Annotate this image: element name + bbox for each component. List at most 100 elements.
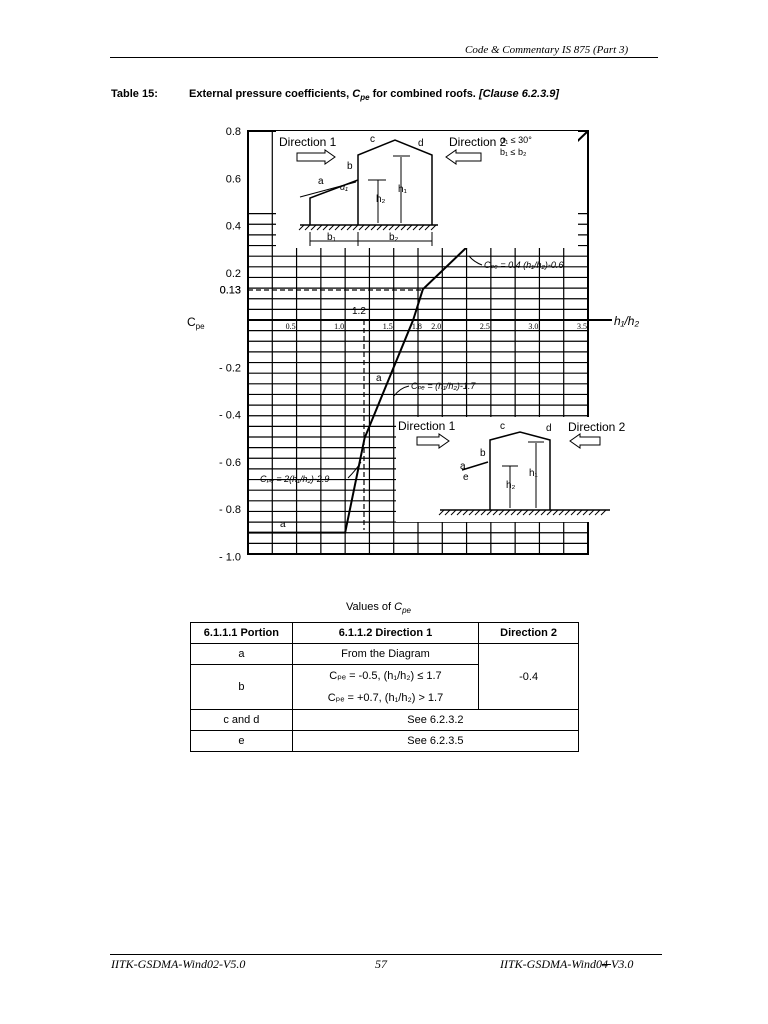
inset-top-label-b1: b₁ bbox=[327, 232, 337, 243]
hatch-line bbox=[388, 224, 395, 231]
inset-bottom-background bbox=[396, 417, 632, 522]
inset-top-cond-b: b₁ ≤ b₂ bbox=[500, 147, 527, 157]
y-tick-label: - 0.4 bbox=[219, 410, 241, 422]
hatch-line bbox=[430, 224, 437, 231]
hatch-line bbox=[492, 509, 499, 516]
direction-1-a: From the Diagram bbox=[291, 643, 480, 665]
inset-bottom-label-h1: h₁ bbox=[529, 468, 539, 479]
hatch-line bbox=[480, 509, 487, 516]
header-rule bbox=[110, 57, 658, 58]
footer-left: IITK-GSDMA-Wind02-V5.0 bbox=[111, 957, 246, 971]
inset-bottom-label-d: d bbox=[546, 423, 552, 434]
footer-right-prefix: IITK-GSDMA-Wind0 bbox=[500, 957, 602, 971]
inset-top-direction-1: Direction 1 bbox=[279, 135, 337, 149]
hatch-line bbox=[600, 509, 607, 516]
table-row: c and d See 6.2.3.2 bbox=[190, 709, 580, 731]
value-c-and-d: See 6.2.3.2 bbox=[291, 709, 580, 731]
inset-top-cond-alpha: α₁ ≤ 30° bbox=[500, 135, 532, 145]
inset-bottom-label-a: a bbox=[460, 461, 466, 472]
footer-right-strike: 4 bbox=[602, 957, 611, 971]
inset-top-label-h2: h₂ bbox=[376, 194, 386, 205]
hatch-line bbox=[418, 224, 425, 231]
arrow-left-icon bbox=[445, 149, 482, 165]
table-caption: Table 15:External pressure coefficients,… bbox=[111, 88, 559, 102]
inset-top-label-a: a bbox=[318, 176, 324, 187]
y-tick-label: 0.2 bbox=[226, 268, 241, 280]
y-tick-labels: 0.80.60.40.20.13- 0.2- 0.4- 0.6- 0.8- 1.… bbox=[219, 126, 241, 563]
inset-bottom-ground-hatch bbox=[438, 509, 607, 516]
building-outline bbox=[489, 431, 551, 510]
hatch-line bbox=[516, 509, 523, 516]
y-tick-label: - 1.0 bbox=[219, 551, 241, 563]
x-tick-label: 2.5 bbox=[480, 322, 490, 331]
x-tick-label: 1.8 bbox=[412, 322, 422, 331]
low-roof-line bbox=[461, 461, 489, 471]
hatch-line bbox=[474, 509, 481, 516]
header-direction-2: Direction 2 bbox=[478, 622, 579, 644]
hatch-line bbox=[328, 224, 335, 231]
region-label-middle: a bbox=[376, 373, 382, 384]
x-tick-label: 3.0 bbox=[528, 322, 538, 331]
x-tick-label: 2.0 bbox=[431, 322, 441, 331]
cpe-chart: 0.80.60.40.20.13- 0.2- 0.4- 0.6- 0.8- 1.… bbox=[187, 126, 639, 563]
hatch-line bbox=[370, 224, 377, 231]
y-tick-label: 0.8 bbox=[226, 126, 241, 138]
hatch-line bbox=[310, 224, 317, 231]
arrow-left-icon bbox=[569, 433, 601, 449]
hatch-line bbox=[406, 224, 413, 231]
inset-bottom-diagram: Direction 1 Direction 2 b c d a e h₂ h₁ bbox=[396, 417, 632, 522]
hatch-line bbox=[486, 509, 493, 516]
inset-bottom-label-h2: h₂ bbox=[506, 480, 516, 491]
direction-1-b: Cₚₑ = -0.5, (h₁/h₂) ≤ 1.7 Cₚₑ = +0.7, (h… bbox=[291, 664, 480, 710]
inset-bottom-direction-2: Direction 2 bbox=[568, 420, 626, 434]
hatch-line bbox=[352, 224, 359, 231]
portion-a: a bbox=[190, 643, 293, 665]
hatch-line bbox=[364, 224, 371, 231]
caption-symbol: C bbox=[352, 88, 361, 100]
hatch-line bbox=[358, 224, 365, 231]
ref-label-1-2: 1.2 bbox=[352, 306, 366, 317]
x-tick-label: 3.5 bbox=[577, 322, 587, 331]
hatch-line bbox=[546, 509, 553, 516]
table-row: a From the Diagram -0.4 bbox=[190, 643, 579, 710]
direction-1-b-line-2: Cₚₑ = +0.7, (h₁/h₂) > 1.7 bbox=[327, 692, 444, 704]
hatch-line bbox=[540, 509, 547, 516]
hatch-line bbox=[588, 509, 595, 516]
footer-right: IITK-GSDMA-Wind04 V3.0 bbox=[500, 957, 633, 972]
hatch-line bbox=[346, 224, 353, 231]
annotation-eq-mid-leader bbox=[393, 385, 410, 397]
hatch-line bbox=[582, 509, 589, 516]
hatch-line bbox=[498, 509, 505, 516]
inset-bottom-label-c: c bbox=[500, 421, 505, 432]
inset-bottom-label-e: e bbox=[463, 472, 469, 483]
y-axis-label: Cpe bbox=[187, 315, 205, 331]
hatch-line bbox=[528, 509, 535, 516]
region-label-lower: a bbox=[280, 519, 286, 530]
values-title-text: Values of bbox=[346, 601, 395, 613]
header-portion: 6.1.1.1 Portion bbox=[190, 622, 293, 644]
y-tick-label: 0.13 bbox=[220, 284, 241, 296]
hatch-line bbox=[400, 224, 407, 231]
caption-symbol-sub: pe bbox=[360, 93, 370, 103]
hatch-line bbox=[438, 509, 445, 516]
hatch-line bbox=[522, 509, 529, 516]
hatch-line bbox=[570, 509, 577, 516]
values-title: Values of Cpe bbox=[346, 601, 411, 615]
inset-top-label-h1: h₁ bbox=[398, 184, 408, 195]
hatch-line bbox=[552, 509, 559, 516]
caption-text: External pressure coefficients, bbox=[189, 88, 353, 100]
header-direction-1: 6.1.1.2 Direction 1 bbox=[291, 622, 480, 644]
x-tick-label: 0.5 bbox=[286, 322, 296, 331]
inset-bottom-direction-1: Direction 1 bbox=[398, 419, 456, 433]
hatch-line bbox=[576, 509, 583, 516]
hatch-line bbox=[316, 224, 323, 231]
series-line-cpe bbox=[248, 130, 589, 534]
footer-page-number: 57 bbox=[375, 957, 387, 971]
value-e: See 6.2.3.5 bbox=[291, 730, 580, 752]
hatch-line bbox=[456, 509, 463, 516]
caption-clause: [Clause 6.2.3.9] bbox=[478, 88, 560, 100]
direction-1-b-line-1: Cₚₑ = -0.5, (h₁/h₂) ≤ 1.7 bbox=[329, 670, 442, 682]
hatch-line bbox=[510, 509, 517, 516]
arrow-right-icon bbox=[416, 433, 450, 449]
